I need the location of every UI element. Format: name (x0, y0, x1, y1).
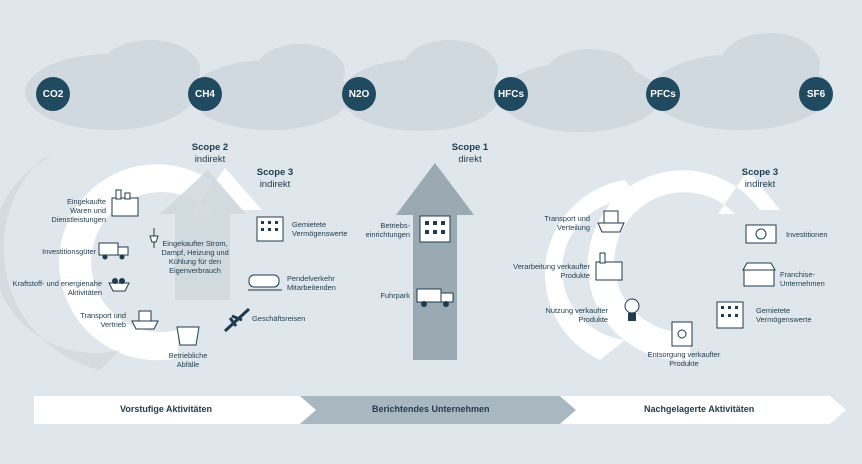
label-eingekaufte: Eingekaufte Waren und Dienstleistungen (51, 197, 106, 224)
recycling-bin-icon (671, 321, 693, 347)
label-investitionsgueter: Investitionsgüter (42, 247, 96, 256)
band-middle-label: Berichtendes Unternehmen (372, 404, 490, 414)
scope2-arrow (160, 170, 246, 300)
scope3-downstream-loop (587, 170, 780, 361)
label-strom: Eingekaufter Strom, Dampf, Heizung und K… (161, 239, 229, 275)
scope3-left-title: Scope 3 (256, 167, 294, 178)
scope1-arrow (396, 163, 474, 360)
gas-hfcs: HFCs (494, 77, 528, 111)
label-franchise: Franchise- Unternehmen (780, 270, 825, 288)
label-betriebseinrichtungen: Betriebs- einrichtungen (365, 221, 410, 239)
label-abfaelle: Betriebliche Abfälle (168, 351, 208, 369)
label-investitionen: Investitionen (786, 230, 828, 239)
storefront-icon (742, 262, 776, 287)
gas-ch4: CH4 (188, 77, 222, 111)
truck-icon (98, 242, 129, 260)
scope1-sub: direkt (458, 154, 482, 165)
label-kraftstoff: Kraftstoff- und energienahe Aktivitäten (12, 279, 102, 297)
scope3-downstream-tail (544, 180, 640, 360)
label-verarbeitung: Verarbeitung verkaufter Produkte (513, 262, 590, 280)
airplane-icon (223, 307, 251, 333)
scope3-left-sub: indirekt (259, 179, 291, 190)
lightbulb-icon (624, 298, 640, 321)
clouds (25, 33, 830, 132)
band-left (34, 396, 316, 424)
label-gemietete-upstream: Gemietete Vermögenswerte (292, 220, 348, 238)
band-right (560, 396, 846, 424)
train-icon (248, 274, 282, 291)
label-transport-verteilung: Transport und Verteilung (544, 214, 590, 232)
processing-factory-icon (595, 252, 623, 281)
label-pendelverkehr: Pendelverkehr Mitarbeitenden (287, 274, 336, 292)
waste-container-icon (176, 326, 200, 346)
label-geschaeftsreisen: Geschäftsreisen (252, 314, 306, 323)
scope3-right-title: Scope 3 (741, 167, 779, 178)
gas-pfcs: PFCs (646, 77, 680, 111)
rented-building-icon (716, 301, 744, 329)
plug-icon (149, 228, 159, 248)
label-fuhrpark: Fuhrpark (380, 291, 410, 300)
factory-icon (111, 189, 139, 217)
cargo-ship-icon (597, 210, 625, 233)
band-left-label: Vorstufige Aktivitäten (120, 404, 213, 414)
gas-n2o: N2O (342, 77, 376, 111)
money-bill-icon (745, 224, 777, 244)
band-right-label: Nachgelagerte Aktivitäten (644, 404, 755, 414)
band-middle (300, 396, 576, 424)
label-gemietete-downstream: Gemietete Vermögenswerte (756, 306, 812, 324)
building-icon (256, 216, 284, 242)
fleet-truck-icon (416, 288, 454, 307)
scope2-title: Scope 2 (191, 142, 229, 153)
scope2-sub: indirekt (194, 154, 226, 165)
gas-sf6: SF6 (799, 77, 833, 111)
scope1-title: Scope 1 (451, 142, 489, 153)
ship-icon (131, 310, 159, 330)
label-entsorgung: Entsorgung verkaufter Produkte (647, 350, 721, 368)
label-transport-vertrieb: Transport und Vertrieb (80, 311, 126, 329)
scope3-right-sub: indirekt (744, 179, 776, 190)
label-nutzung: Nutzung verkaufter Produkte (545, 306, 608, 324)
gas-co2: CO2 (36, 77, 70, 111)
facility-building-icon (419, 215, 451, 243)
coal-cart-icon (108, 278, 130, 292)
